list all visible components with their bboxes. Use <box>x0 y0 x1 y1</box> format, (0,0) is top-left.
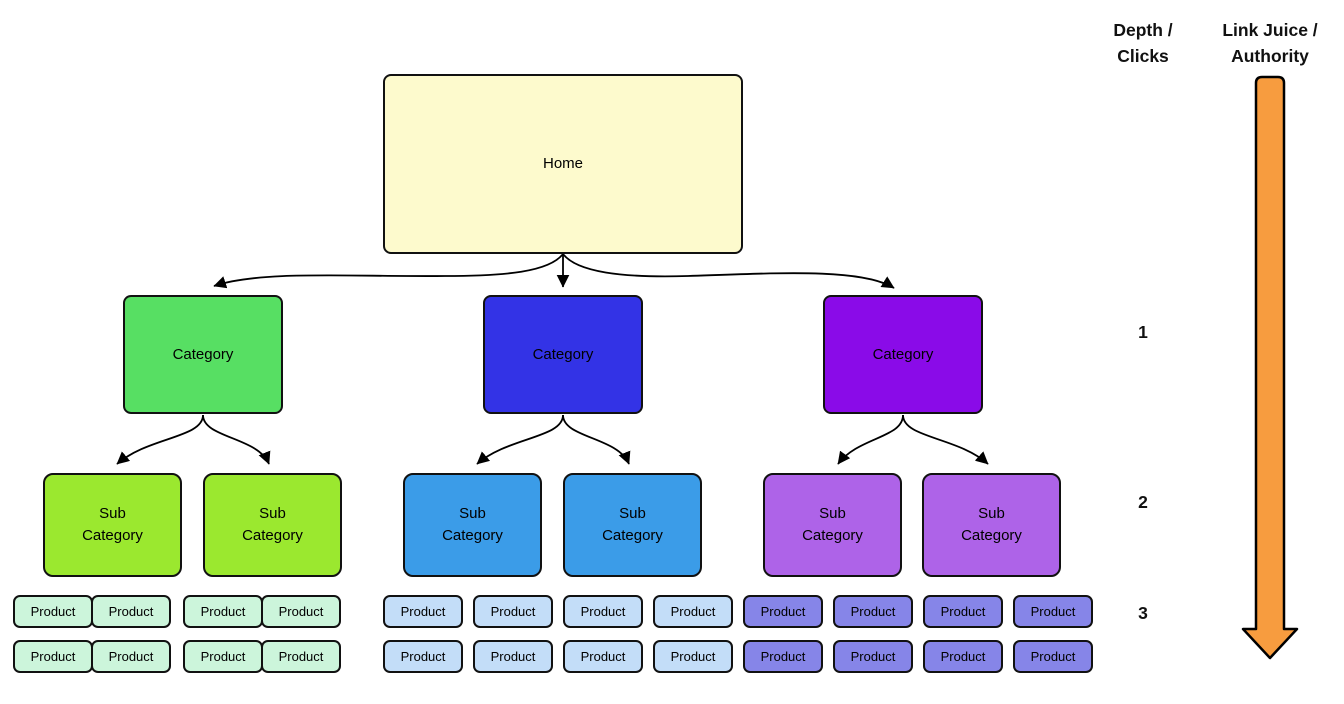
product-node: Product <box>13 640 93 673</box>
depth-level-1: 1 <box>1138 322 1148 342</box>
connector-purple-category-to-subcategory-1 <box>837 414 904 465</box>
product-node: Product <box>91 595 171 628</box>
category-node-green: Category <box>123 295 283 414</box>
product-row-purple-1: Product Product Product Product <box>743 595 1093 628</box>
connectors <box>116 253 989 465</box>
product-node: Product <box>13 595 93 628</box>
depth-level-2: 2 <box>1138 492 1148 512</box>
link-juice-arrow <box>1241 75 1299 660</box>
product-node: Product <box>91 640 171 673</box>
product-node: Product <box>923 595 1003 628</box>
product-node: Product <box>473 595 553 628</box>
depth-clicks-header: Depth / Clicks <box>1113 20 1173 66</box>
product-node: Product <box>923 640 1003 673</box>
connector-green-category-to-subcategory-1 <box>116 414 204 465</box>
connector-purple-category-to-subcategory-2 <box>902 414 989 465</box>
product-node: Product <box>261 595 341 628</box>
connector-green-category-to-subcategory-2 <box>202 414 271 465</box>
connector-blue-category-to-subcategory-2 <box>562 414 631 465</box>
product-node: Product <box>473 640 553 673</box>
product-node: Product <box>653 595 733 628</box>
subcategory-node-purple-1: Sub Category <box>763 473 902 577</box>
product-node: Product <box>1013 595 1093 628</box>
category-node-purple: Category <box>823 295 983 414</box>
product-node: Product <box>383 595 463 628</box>
link-juice-header: Link Juice / Authority <box>1222 20 1318 66</box>
category-node-blue: Category <box>483 295 643 414</box>
product-row-blue-2: Product Product Product Product <box>383 640 733 673</box>
product-node: Product <box>833 640 913 673</box>
subcategory-node-green-2: Sub Category <box>203 473 342 577</box>
product-node: Product <box>183 595 263 628</box>
subcategory-node-purple-2: Sub Category <box>922 473 1061 577</box>
subcategory-node-green-1: Sub Category <box>43 473 182 577</box>
product-node: Product <box>743 595 823 628</box>
connector-home-to-green-category <box>213 253 564 289</box>
subcategory-node-blue-2: Sub Category <box>563 473 702 577</box>
product-row-green-1: Product Product Product Product <box>13 595 341 628</box>
subcategory-node-blue-1: Sub Category <box>403 473 542 577</box>
depth-level-3: 3 <box>1138 603 1148 623</box>
product-node: Product <box>743 640 823 673</box>
connector-home-to-purple-category <box>562 253 895 289</box>
product-node: Product <box>1013 640 1093 673</box>
product-node: Product <box>383 640 463 673</box>
product-row-purple-2: Product Product Product Product <box>743 640 1093 673</box>
product-node: Product <box>563 640 643 673</box>
product-node: Product <box>653 640 733 673</box>
product-row-blue-1: Product Product Product Product <box>383 595 733 628</box>
connector-blue-category-to-subcategory-1 <box>476 414 564 465</box>
product-node: Product <box>563 595 643 628</box>
product-node: Product <box>261 640 341 673</box>
home-node: Home <box>383 74 743 254</box>
product-row-green-2: Product Product Product Product <box>13 640 341 673</box>
product-node: Product <box>833 595 913 628</box>
product-node: Product <box>183 640 263 673</box>
